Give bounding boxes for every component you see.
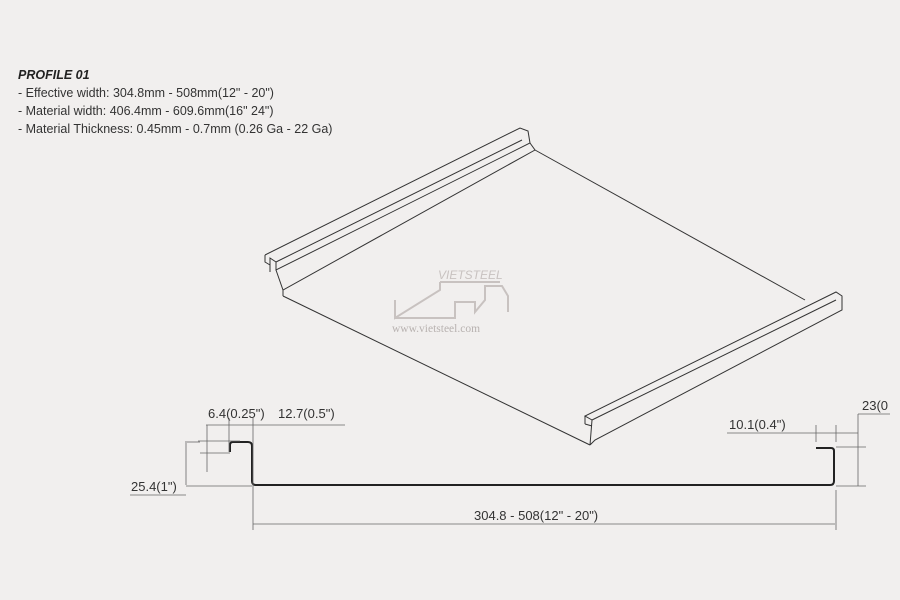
panel-back-edge xyxy=(534,149,806,301)
spec-material-width: - Material width: 406.4mm - 609.6mm(16" … xyxy=(18,104,274,118)
spec-material-thickness: - Material Thickness: 0.45mm - 0.7mm (0.… xyxy=(18,122,333,136)
watermark-logo-left xyxy=(394,282,441,320)
profile-title: PROFILE 01 xyxy=(18,68,90,82)
panel-3d xyxy=(264,127,843,446)
left-flange-hem xyxy=(264,255,271,266)
dim-width: 304.8 - 508(12" - 20") xyxy=(474,508,598,523)
profile-specs: PROFILE 01 - Effective width: 304.8mm - … xyxy=(18,66,332,138)
dim-flange-top: 12.7(0.5") xyxy=(278,406,335,421)
profile-section-path xyxy=(229,441,835,486)
dimension-lines xyxy=(130,413,890,530)
right-flange-fold xyxy=(591,299,837,421)
dim-right-height: 23(0 xyxy=(862,398,888,413)
left-flange-base xyxy=(275,142,536,291)
left-flange-outline xyxy=(264,127,531,272)
right-flange-outline xyxy=(583,291,843,446)
watermark-url: www.vietsteel.com xyxy=(392,323,480,335)
dim-right-return: 10.1(0.4") xyxy=(729,417,786,432)
spec-effective-width: - Effective width: 304.8mm - 508mm(12" -… xyxy=(18,86,274,100)
right-flange-return-end xyxy=(584,423,593,427)
left-flange-fold xyxy=(275,139,523,263)
dim-height: 25.4(1") xyxy=(131,479,177,494)
panel-front-edge xyxy=(282,295,591,446)
dim-hem: 6.4(0.25") xyxy=(208,406,265,421)
profile-section xyxy=(229,441,835,486)
watermark-logo-right xyxy=(395,285,509,319)
watermark-brand: VIETSTEEL xyxy=(438,268,503,282)
vietsteel-watermark: VIETSTEEL www.vietsteel.com xyxy=(392,268,509,335)
